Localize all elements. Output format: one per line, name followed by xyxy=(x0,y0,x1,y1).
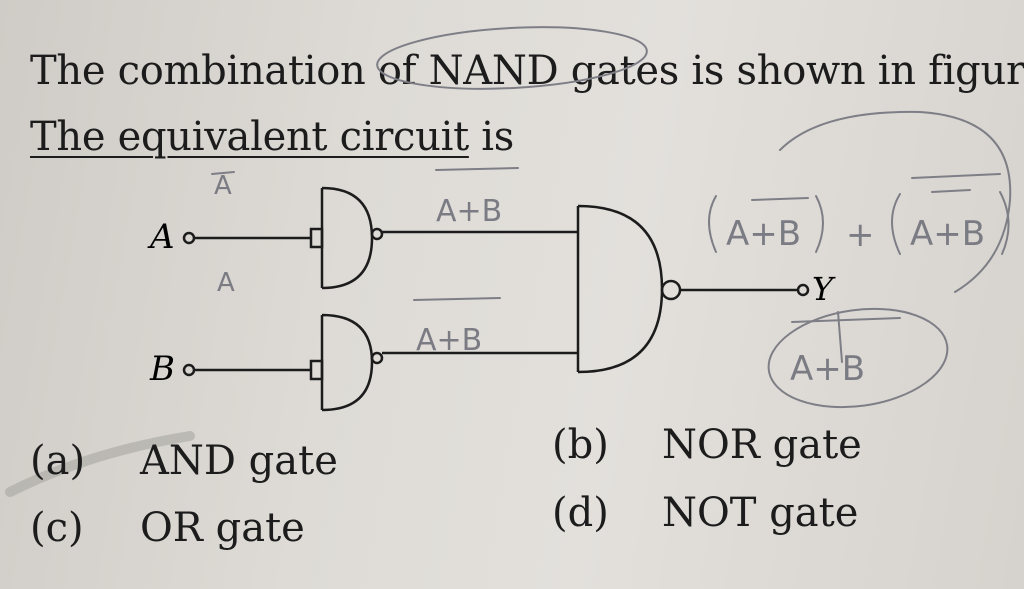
note-below-a: A xyxy=(217,268,235,298)
note-gate1-output: A+B xyxy=(436,194,502,229)
note-result: A+B xyxy=(790,349,865,389)
option-d-key: (d) xyxy=(552,490,609,536)
note-expr-plus: + xyxy=(846,215,875,255)
pencil-circle-nand xyxy=(376,26,648,90)
note-paren-right-1 xyxy=(815,195,824,253)
note-paren-left-2 xyxy=(891,193,901,255)
option-a-text: AND gate xyxy=(140,438,338,484)
option-b[interactable]: (b) NOR gate xyxy=(552,422,862,468)
question-line-2-rest: is xyxy=(468,114,515,160)
nand-gate-2 xyxy=(194,313,578,412)
input-a-label: A xyxy=(147,217,175,257)
output-y-label: Y xyxy=(812,270,836,308)
option-a-key: (a) xyxy=(30,438,86,484)
note-above-a: A xyxy=(214,171,232,201)
input-a-terminal xyxy=(182,231,196,245)
note-above-a-bar xyxy=(211,171,235,175)
option-a[interactable]: (a) AND gate xyxy=(30,438,338,484)
option-c[interactable]: (c) OR gate xyxy=(30,505,305,551)
option-d[interactable]: (d) NOT gate xyxy=(552,490,858,536)
handwritten-notes: A A A+B A+B A+B + A+B A+B xyxy=(5,110,1012,497)
note-paren-right-2 xyxy=(999,191,1010,255)
note-expr-right-bar-2 xyxy=(931,189,971,193)
note-result-bar xyxy=(791,317,901,323)
note-gate1-bar xyxy=(435,167,519,171)
underlined-phrase: The equivalent circuit xyxy=(30,114,469,160)
option-b-key: (b) xyxy=(552,422,609,468)
nand-gate-1 xyxy=(194,186,578,290)
note-gate2-output: A+B xyxy=(416,323,482,358)
note-mark-option-a xyxy=(5,431,195,497)
option-b-text: NOR gate xyxy=(662,422,862,468)
note-loop-expression xyxy=(779,110,1012,293)
note-circle-result xyxy=(767,307,949,409)
input-b-terminal xyxy=(182,363,196,377)
question-line-2: The equivalent circuit is xyxy=(30,104,1010,170)
nand-gate-output xyxy=(576,204,810,374)
input-b-label: B xyxy=(149,349,175,389)
note-gate2-bar xyxy=(413,297,501,301)
note-expr-left: A+B xyxy=(726,214,801,254)
note-result-slash xyxy=(837,311,843,363)
note-expr-left-bar xyxy=(751,197,809,201)
option-d-text: NOT gate xyxy=(662,490,859,536)
option-c-key: (c) xyxy=(30,505,84,551)
note-paren-left-1 xyxy=(708,195,717,253)
note-expr-right-bar-1 xyxy=(911,173,1001,179)
option-c-text: OR gate xyxy=(140,505,305,551)
note-expr-right: A+B xyxy=(910,214,985,254)
